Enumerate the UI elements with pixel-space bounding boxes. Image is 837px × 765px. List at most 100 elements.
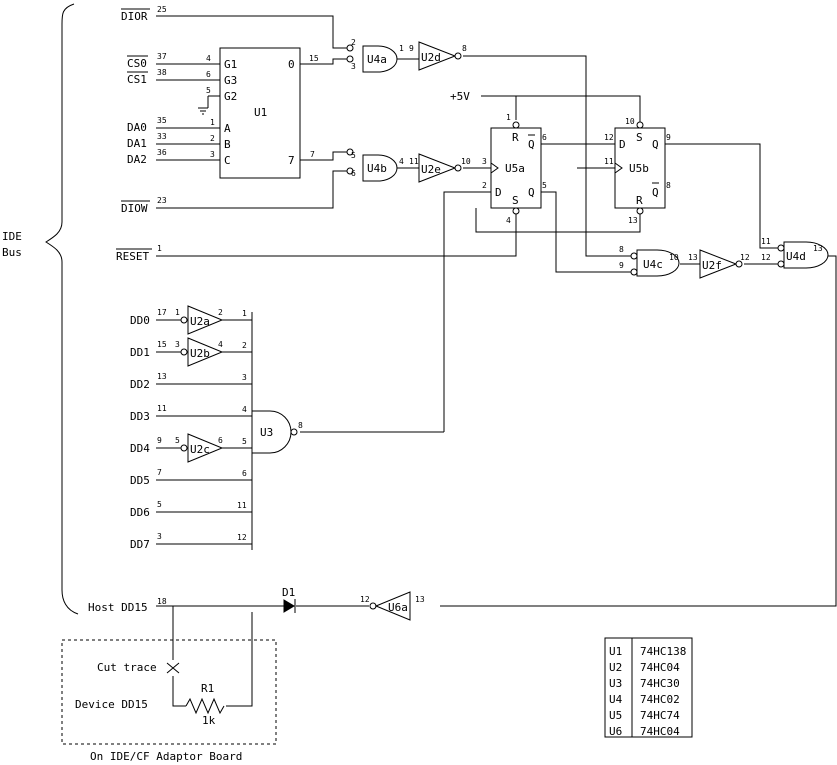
pin-number: 5 xyxy=(206,86,211,95)
pin-number: 1 xyxy=(399,44,404,53)
pin-number: 4 xyxy=(218,340,223,349)
pin-number: 33 xyxy=(157,132,167,141)
parts-table: U1 74HC138 U2 74HC04 U3 74HC30 U4 74HC02… xyxy=(604,637,693,738)
pin-number: 9 xyxy=(157,436,162,445)
ff-pin-label: S xyxy=(636,131,643,144)
ide-bus-brace xyxy=(45,3,79,615)
signal-labels: DIOR CS0 CS1 DA0 DA1 DA2 DIOW RESET DD0 … xyxy=(75,8,152,711)
signal-cs1: CS1 xyxy=(127,73,147,86)
pin-number: 13 xyxy=(628,216,638,225)
pin-number: 6 xyxy=(218,436,223,445)
parts-table-ref: U6 xyxy=(609,725,622,738)
pin-number: 10 xyxy=(625,117,635,126)
parts-table-ref: U2 xyxy=(609,661,622,674)
pin-number: 13 xyxy=(157,372,167,381)
parts-table-part: 74HC138 xyxy=(640,645,686,658)
pin-number: 10 xyxy=(669,253,679,262)
pin-number: 5 xyxy=(351,151,356,160)
pin-number: 1 xyxy=(242,309,247,318)
pin-number: 2 xyxy=(218,308,223,317)
u1-label: U1 xyxy=(254,106,267,119)
inverter-u2c: U2c 5 6 xyxy=(175,433,224,463)
parts-table-part: 74HC30 xyxy=(640,677,680,690)
r1-value: 1k xyxy=(202,714,216,727)
gate-label: U6a xyxy=(388,601,408,614)
pin-number: 8 xyxy=(462,44,467,53)
pin-number: 6 xyxy=(542,133,547,142)
u1-pin-label: G2 xyxy=(224,90,237,103)
pin-number: 36 xyxy=(157,148,167,157)
pin-number: 11 xyxy=(237,501,247,510)
signal-da1: DA1 xyxy=(127,137,147,150)
gate-label: U2c xyxy=(190,443,210,456)
signal-dd1: DD1 xyxy=(130,346,150,359)
ff-pin-label: D xyxy=(495,186,502,199)
signal-dd5: DD5 xyxy=(130,474,150,487)
pin-number: 2 xyxy=(210,134,215,143)
nor-gate-u4a: U4a 2 3 1 xyxy=(346,38,404,73)
ide-bus-label: Bus xyxy=(2,246,22,259)
pin-number: 2 xyxy=(482,181,487,190)
pin-number: 37 xyxy=(157,52,167,61)
pin-number: 9 xyxy=(409,44,414,53)
pin-number: 13 xyxy=(813,244,823,253)
ff-pin-label: R xyxy=(512,131,519,144)
pin-number: 11 xyxy=(604,157,614,166)
inverter-u6a: U6a 12 13 xyxy=(360,591,425,621)
r1-label: R1 xyxy=(201,682,214,695)
ff-pin-label: Q xyxy=(652,138,659,151)
pin-number: 8 xyxy=(666,181,671,190)
signal-da0: DA0 xyxy=(127,121,147,134)
nor-gate-u4d: U4d 11 12 13 xyxy=(761,237,829,269)
u1-body xyxy=(219,47,301,179)
wires xyxy=(156,15,837,707)
inverter-u2a: U2a 1 2 xyxy=(175,305,224,335)
gate-label: U4d xyxy=(786,250,806,263)
signal-da2: DA2 xyxy=(127,153,147,166)
ide-bus-label: IDE xyxy=(2,230,22,243)
gate-label: U2d xyxy=(421,51,441,64)
nand-gate-u3: U3 1 2 3 4 5 6 11 12 8 xyxy=(237,309,303,542)
signal-dior: DIOR xyxy=(121,10,148,23)
pin-number: 17 xyxy=(157,308,167,317)
pin-number: 23 xyxy=(157,196,167,205)
parts-table-part: 74HC04 xyxy=(640,725,680,738)
signal-dd4: DD4 xyxy=(130,442,150,455)
u1-pin-label: G3 xyxy=(224,74,237,87)
decoder-u1: U1 G1 G3 G2 A B C 0 7 4 6 5 1 2 3 15 7 xyxy=(206,47,319,179)
inverter-u2e: U2e 11 10 xyxy=(409,153,471,183)
signal-dd7: DD7 xyxy=(130,538,150,551)
signal-host-dd15: Host DD15 xyxy=(88,601,148,614)
signal-dd0: DD0 xyxy=(130,314,150,327)
pin-number: 1 xyxy=(210,118,215,127)
pin-number: 6 xyxy=(242,469,247,478)
pin-number: 7 xyxy=(157,468,162,477)
pin-number: 12 xyxy=(761,253,771,262)
bus-pin-numbers: 25 37 38 35 33 36 23 1 17 15 13 11 9 7 5… xyxy=(157,5,167,606)
flip-flop-u5b: S D Q U5b Q R 10 12 9 11 8 13 xyxy=(604,117,671,225)
pin-number: 4 xyxy=(206,54,211,63)
parts-table-part: 74HC02 xyxy=(640,693,680,706)
vcc-label: +5V xyxy=(450,90,470,103)
parts-table-ref: U4 xyxy=(609,693,623,706)
gate-label: U5a xyxy=(505,162,525,175)
pin-number: 12 xyxy=(237,533,247,542)
gate-label: U2f xyxy=(702,259,722,272)
pin-number: 13 xyxy=(688,253,698,262)
pin-number: 9 xyxy=(619,261,624,270)
u1-pin-label: 7 xyxy=(288,154,295,167)
adaptor-board-label: On IDE/CF Adaptor Board xyxy=(90,750,242,763)
pin-number: 1 xyxy=(506,113,511,122)
pin-number: 7 xyxy=(310,150,315,159)
parts-table-border xyxy=(604,637,693,738)
pin-number: 9 xyxy=(666,133,671,142)
gate-label: U3 xyxy=(260,426,273,439)
pin-number: 12 xyxy=(740,253,750,262)
gate-label: U4c xyxy=(643,258,663,271)
u1-pin-label: 0 xyxy=(288,58,295,71)
u1-pin-label: G1 xyxy=(224,58,237,71)
adaptor-board: Cut trace R1 1k On IDE/CF Adaptor Board xyxy=(61,639,277,763)
pin-number: 2 xyxy=(242,341,247,350)
pin-number: 15 xyxy=(309,54,319,63)
